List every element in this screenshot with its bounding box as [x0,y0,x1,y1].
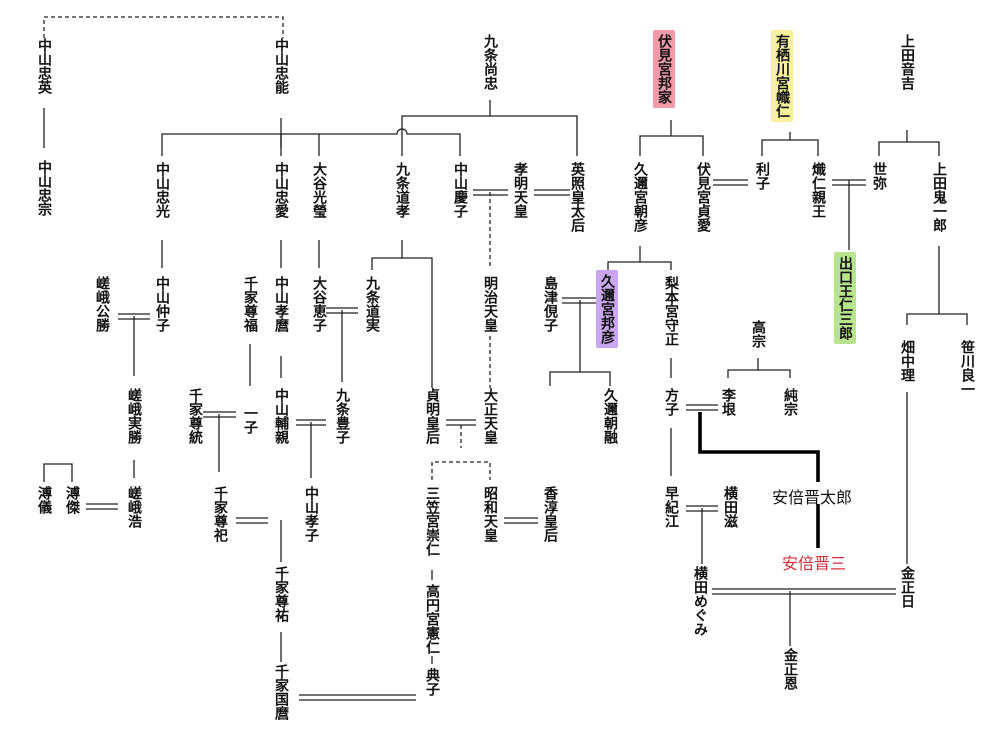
person-otani-koei: 大谷光瑩 [311,162,327,218]
abe-connector [698,412,820,548]
person-nakayama-tadahide: 中山忠英 [36,38,52,94]
person-otani-keiko: 大谷恵子 [311,276,327,332]
person-kuninomiya-asaakira: 久邇朝融 [602,388,618,444]
person-nashimotonomiya-morimasa: 梨本宮守正 [663,276,679,346]
person-ueda-otokichi: 上田音吉 [899,34,915,90]
person-fuketsu: 溥傑 [64,486,80,514]
person-mikasanomiya-takahito: 三笠宮崇仁 [424,486,440,556]
person-yokota-shigeru: 横田滋 [722,486,738,528]
person-senge-takanori2: 千家尊祀 [212,486,228,542]
person-ueda-kiichiro: 上田鬼一郎 [931,162,947,232]
person-toshiko: 利子 [754,162,770,190]
person-taisho-tenno: 大正天皇 [482,388,498,444]
person-nakayama-takako: 中山孝子 [303,486,319,542]
person-seiya: 世弥 [871,162,887,190]
person-sasakawa-ryoichi: 笹川良一 [959,340,975,396]
person-meiji-tenno: 明治天皇 [482,276,498,332]
person-kujo-toyoko: 九条豊子 [334,388,350,444]
person-kujo-michitaka: 九条道孝 [394,162,410,218]
person-arisugawanomiya-taruhito: 有栖川宮幟仁 [771,30,793,122]
person-nakayama-nakako: 中山仲子 [154,276,170,332]
person-fugi: 溥儀 [36,486,52,514]
person-saga-hiro: 嵯峨浩 [126,486,142,528]
person-fushiminomiya-kuniie: 伏見宮邦家 [653,30,675,108]
person-senge-kunimaro: 千家国麿 [273,664,289,720]
person-teimei-kogo: 貞明皇后 [424,388,440,444]
person-kou-so: 高宗 [750,320,766,348]
person-ri-gin: 李垠 [720,388,736,416]
person-komei-tenno: 孝明天皇 [512,162,528,218]
person-saga-sanekatsu: 嵯峨実勝 [126,388,142,444]
person-takamadonomiya-norihito: 高円宮憲仁 [424,584,440,654]
person-hayakie: 早紀江 [663,486,679,528]
person-nakayama-yoshiko: 中山慶子 [452,162,468,218]
person-abe-shinzo: 安倍晋三 [782,554,847,573]
person-saga-kinto: 嵯峨公勝 [94,276,110,332]
person-deguchi-onisaburo: 出口王仁三郎 [834,252,856,344]
person-showa-tenno: 昭和天皇 [482,486,498,542]
person-senge-takatomi: 千家尊福 [242,276,258,332]
person-shimazu-chikako: 島津俔子 [542,276,558,332]
person-nakayama-tadanaru: 中山忠愛 [273,162,289,218]
person-kuninomiya-asahiko: 久邇宮朝彦 [632,162,648,232]
person-noriko: 典子 [424,668,440,696]
person-nakayama-tadamune: 中山忠宗 [36,160,52,216]
person-hata-nakamichi: 畑中理 [899,340,915,382]
person-kujo-hisatada: 九条尚忠 [482,34,498,90]
person-kim-jong-il: 金正日 [899,566,915,608]
person-fushiminomiya-sadanaru: 伏見宮貞愛 [695,162,711,232]
person-kuninomiya-kuniyoshi: 久邇宮邦彦 [596,270,618,348]
person-abe-shintaro: 安倍晋太郎 [772,488,853,507]
person-nakayama-sukechika: 中山輔親 [273,388,289,444]
person-yokota-megumi: 横田めぐみ [692,566,708,636]
person-nakayama-tadamitsu: 中山忠光 [154,162,170,218]
person-nakayama-takamaro: 中山孝麿 [273,276,289,332]
person-taruhito-shinno: 熾仁親王 [810,162,826,218]
person-masako: 方子 [663,388,679,416]
person-kojun-kogo: 香淳皇后 [542,486,558,542]
person-eisho-kotaigo: 英照皇太后 [569,162,585,232]
person-senge-takanori: 千家尊統 [187,388,203,444]
person-kim-jong-un: 金正恩 [782,648,798,690]
person-kujo-michizane: 九条道実 [364,276,380,332]
person-junso: 純宗 [782,388,798,416]
connector-lines [43,16,968,701]
person-ichiko: 一子 [242,406,258,434]
person-nakayama-tadayasu: 中山忠能 [273,38,289,94]
person-senge-takahiro: 千家尊祐 [273,566,289,622]
